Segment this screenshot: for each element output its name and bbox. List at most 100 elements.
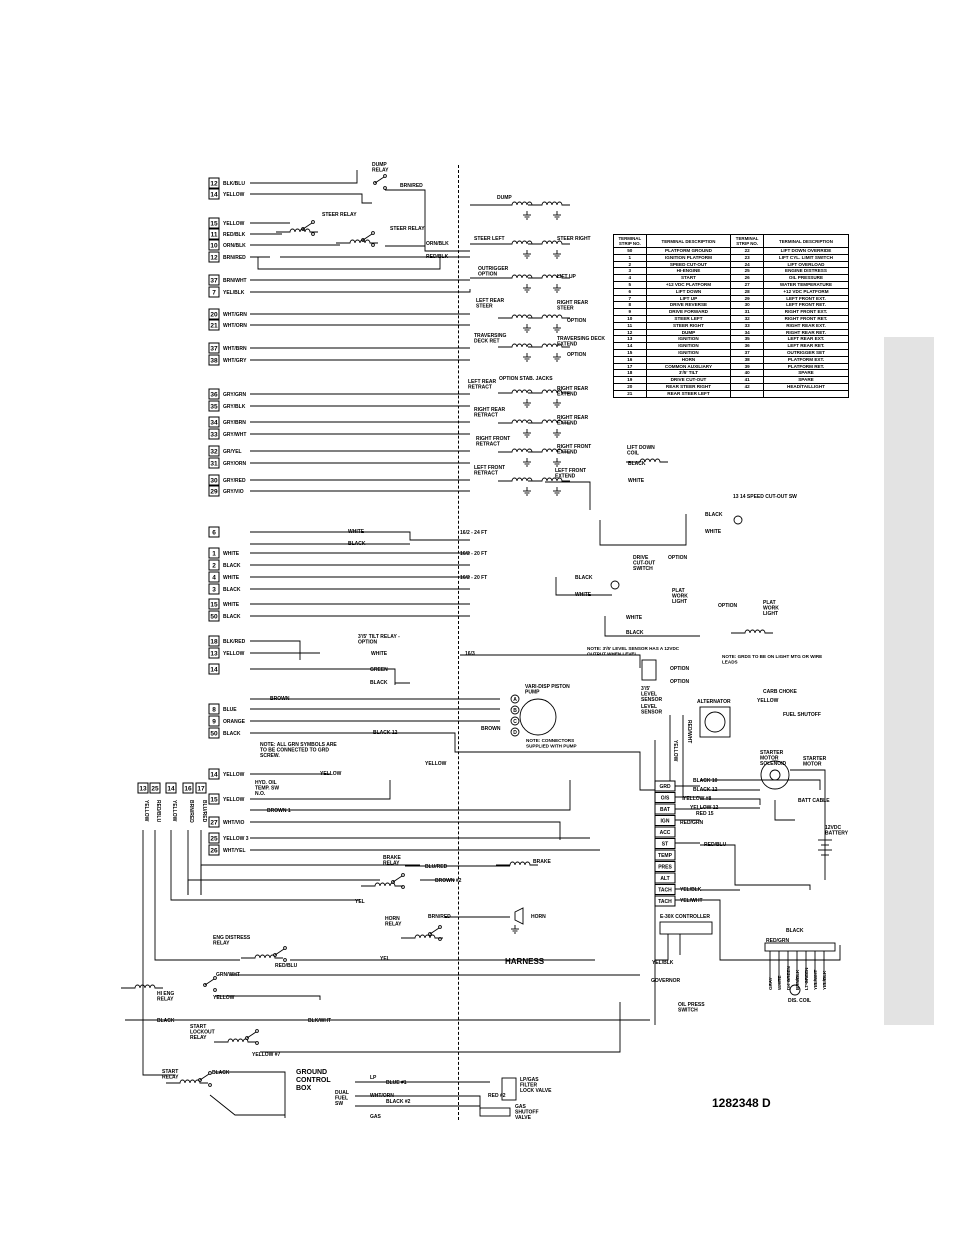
coil-wire-label: BRN/BLK	[795, 969, 800, 990]
brake-label: BRAKE	[533, 859, 551, 865]
level-sensor-box	[641, 659, 657, 681]
controller-terminal-label: TACH	[658, 888, 672, 894]
label-line: HI ENG	[157, 991, 174, 997]
label-line: RED/BLK	[426, 254, 449, 260]
relay-contact	[311, 220, 315, 224]
terminal-box	[208, 239, 220, 251]
coil-wire-label: LT GREEN	[804, 968, 809, 990]
coil-wire-label: YEL/WHT	[813, 970, 818, 990]
controller-terminal-box	[654, 815, 676, 826]
black-12-label: BLACK 12	[693, 787, 718, 793]
drive-cutout-switch	[610, 580, 620, 590]
left-terminal-number: 12	[210, 181, 218, 188]
brn-red-label: BRN/RED	[428, 914, 451, 920]
terminal-box	[208, 832, 220, 844]
controller-terminal-box	[654, 803, 676, 815]
controller-terminal-box	[654, 872, 676, 884]
solenoid-coil-right	[528, 389, 570, 394]
dis-coil-label: DIS. COIL	[788, 998, 811, 1004]
label-line: EXTEND	[557, 450, 578, 456]
label-line: STEER	[557, 306, 574, 312]
red-15-label: RED 15	[696, 811, 714, 817]
solenoid-coil-left	[498, 389, 540, 394]
lp-label: LP	[370, 1075, 377, 1081]
terminal-box	[208, 416, 220, 428]
label-line: DUAL	[335, 1090, 349, 1096]
left-terminal-number: 15	[210, 797, 218, 804]
label-line: LOCK VALVE	[520, 1088, 552, 1094]
terminal-box	[208, 844, 220, 856]
work-light-lamp	[731, 629, 773, 634]
pump-pin-letter: B	[513, 708, 517, 714]
label-line: RIGHT REAR	[557, 386, 589, 392]
label-line: NOTE: 3'/5' LEVEL SENSOR HAS A 12VDC	[587, 646, 680, 651]
option-label: OPTION	[718, 603, 738, 609]
left-terminal-wire: GRY/VIO	[223, 489, 244, 495]
pump-connector-pin	[510, 716, 520, 726]
pump-pin-letter: A	[513, 697, 517, 703]
terminal-box	[208, 228, 220, 240]
label-line: LEFT FRONT	[555, 468, 586, 474]
label-line: STEER	[476, 304, 493, 310]
left-terminal-number: 6	[212, 530, 216, 537]
relay-contact	[255, 1041, 259, 1045]
relay-contact	[283, 958, 287, 962]
label-line: DRIVE	[633, 555, 649, 561]
label-line: VALVE	[515, 1115, 532, 1121]
alternator-symbol	[699, 706, 731, 738]
horn-relay-coil	[401, 934, 443, 939]
terminal-box	[208, 188, 220, 200]
label-line: SWITCH	[678, 1008, 698, 1014]
label-line: STARTER	[803, 756, 827, 762]
wire-batt-cable	[774, 800, 795, 821]
controller-terminal-box	[654, 884, 676, 895]
wire-yellow-15b	[250, 780, 391, 800]
terminal-box	[208, 768, 220, 780]
left-terminal-number: 26	[210, 848, 218, 855]
label-line: TEMP. SW	[255, 786, 279, 792]
left-terminal-wire: BLACK	[223, 563, 241, 569]
black-label: BLACK	[348, 541, 366, 547]
wht-orn-label: WHT/ORN	[370, 1093, 394, 1099]
yel-blk-label: YEL/BLK	[680, 887, 702, 893]
left-terminal-wire: GRY/BLK	[223, 404, 246, 410]
wire-blk-blu	[250, 170, 358, 184]
left-terminal-number: 34	[210, 420, 218, 427]
red-wht-label: RED/WHT	[686, 720, 692, 743]
grn-wht-label: GRN/WHT	[216, 972, 240, 978]
solenoid-coil-left	[498, 274, 540, 279]
batt-cable-label: BATT CABLE	[798, 798, 830, 804]
terminal-box	[182, 782, 194, 794]
dump-relay-contacts	[373, 181, 377, 185]
label-line: VARI-DISP PISTON	[525, 684, 570, 690]
left-terminal-number: 50	[210, 614, 218, 621]
solenoid-coil-left	[498, 343, 540, 348]
terminal-box	[208, 727, 220, 739]
header-description: TERMINAL DESCRIPTION	[645, 234, 732, 248]
terminal-box	[208, 526, 220, 538]
terminal-box	[208, 286, 220, 298]
brown-2-label: BROWN #2	[435, 878, 462, 884]
black-12-label: BLACK 12	[373, 730, 398, 736]
black-label: BLACK	[212, 1070, 230, 1076]
left-terminal-number: 18	[210, 639, 218, 646]
wire-yel-wht-tach	[700, 899, 841, 961]
terminal-table-header: TERMINAL STRIP NO. TERMINAL DESCRIPTION …	[613, 234, 850, 248]
controller-terminal-label: ALT	[660, 876, 669, 882]
controller-terminal-box	[654, 780, 676, 792]
relay-contact	[213, 976, 217, 980]
solenoid-coil-right	[528, 343, 570, 348]
controller-terminal-box	[654, 895, 676, 907]
